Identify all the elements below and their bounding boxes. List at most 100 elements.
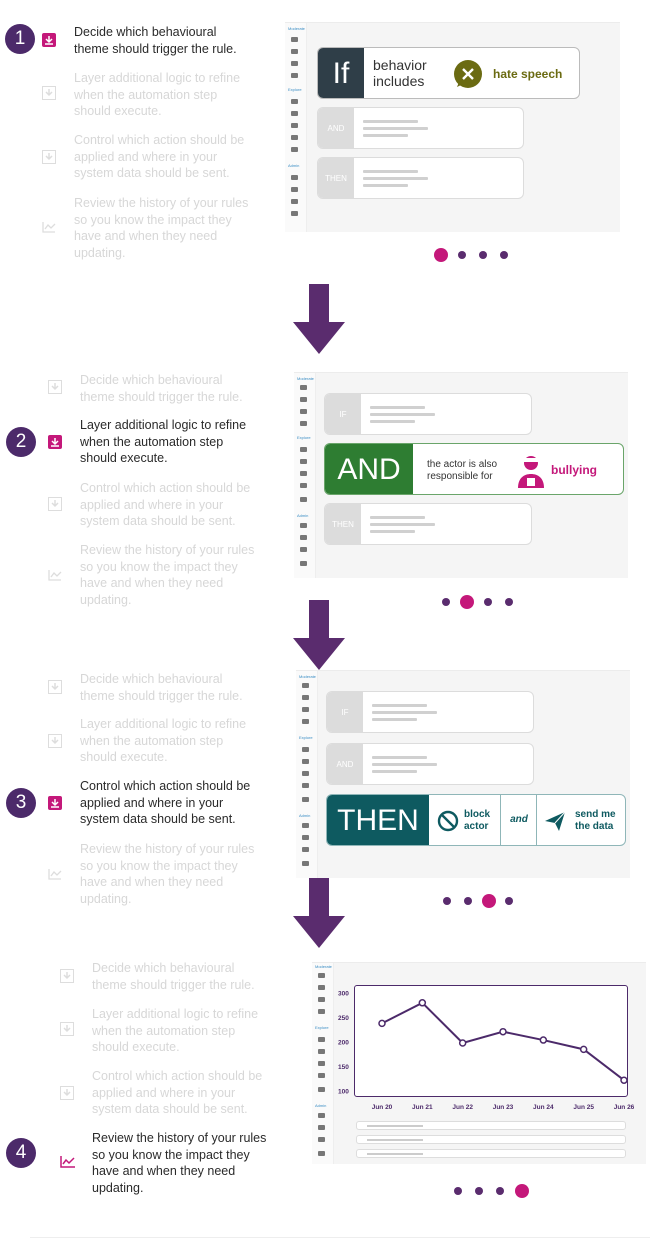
carousel-dot[interactable] [464, 897, 472, 905]
condition-text: the actor is also responsible for [427, 459, 498, 482]
and-condition-card[interactable]: AND the actor is also responsible for bu… [324, 443, 624, 495]
app-screenshot: Moderate Explore Admin If behavior inclu… [285, 22, 620, 232]
arrow-down-icon [48, 380, 62, 394]
and-joiner: and [510, 814, 528, 825]
step-text-action: Control which action should be applied a… [80, 779, 251, 826]
sidebar: Moderate Explore Admin [312, 963, 334, 1164]
carousel-dots [454, 1184, 534, 1198]
app-screenshot: Moderate Explore Admin IF AND the actor … [294, 372, 628, 578]
step-text-action: Control which action should be applied a… [92, 1069, 263, 1116]
condition-text: behavior includes [373, 57, 427, 89]
if-card-placeholder[interactable]: IF [324, 393, 532, 435]
x-tick-label: Jun 20 [372, 1104, 393, 1111]
panel-step-1: 1 Decide which behavioural theme should … [0, 0, 667, 280]
step-text-theme: Decide which behavioural theme should tr… [80, 373, 243, 404]
carousel-dot[interactable] [460, 595, 474, 609]
chart-trend-icon [60, 1155, 76, 1169]
arrow-down-icon [60, 1086, 74, 1100]
if-card-placeholder[interactable]: IF [326, 691, 534, 733]
history-row[interactable] [356, 1135, 626, 1144]
app-screenshot: Moderate Explore Admin IF AND THEN block… [296, 670, 630, 878]
data-point[interactable] [499, 1027, 507, 1036]
then-card-placeholder[interactable]: THEN [317, 157, 524, 199]
arrow-down-icon [42, 86, 56, 100]
theme-label: bullying [551, 463, 597, 477]
step-number-badge: 3 [6, 788, 36, 818]
x-tick-label: Jun 22 [452, 1104, 473, 1111]
carousel-dot[interactable] [482, 894, 496, 908]
series-line [381, 1001, 625, 1082]
data-point[interactable] [620, 1076, 628, 1084]
arrow-down-icon [48, 680, 62, 694]
theme-label: hate speech [493, 67, 563, 81]
y-tick-label: 150 [338, 1064, 349, 1071]
panel-step-3: Decide which behavioural theme should tr… [0, 660, 667, 910]
chart-trend-icon [48, 568, 62, 582]
chart-trend-icon [42, 220, 56, 234]
data-point[interactable] [458, 1039, 467, 1047]
step-text-logic: Layer additional logic to refine when th… [80, 418, 247, 465]
block-icon [437, 810, 459, 832]
block-actor-action[interactable]: block actor [431, 795, 501, 845]
arrow-down-icon [60, 969, 74, 983]
carousel-dot[interactable] [458, 251, 466, 259]
arrow-down-icon [42, 33, 56, 47]
send-paper-plane-icon [543, 809, 567, 833]
x-tick-label: Jun 26 [614, 1104, 634, 1111]
step-text-action: Control which action should be applied a… [80, 481, 251, 528]
arrow-down-icon [48, 734, 62, 748]
arrow-down-icon [48, 497, 62, 511]
carousel-dot[interactable] [475, 1187, 483, 1195]
panel-step-2: Decide which behavioural theme should tr… [0, 360, 667, 609]
down-arrow-icon [293, 284, 345, 354]
arrow-down-icon [48, 435, 62, 449]
down-arrow-icon [293, 878, 345, 948]
and-card-placeholder[interactable]: AND [317, 107, 524, 149]
if-condition-card[interactable]: If behavior includes hate speech [317, 47, 580, 99]
carousel-dot[interactable] [443, 897, 451, 905]
carousel-dot[interactable] [442, 598, 450, 606]
y-tick-label: 100 [338, 1089, 349, 1096]
step-number-badge: 4 [6, 1138, 36, 1168]
x-tick-label: Jun 25 [573, 1104, 594, 1111]
carousel-dot[interactable] [515, 1184, 529, 1198]
carousel-dot[interactable] [454, 1187, 462, 1195]
and-label: AND [325, 444, 413, 494]
y-tick-label: 300 [338, 991, 349, 998]
footer-divider [30, 1237, 650, 1238]
send-data-action[interactable]: send me the data [536, 795, 625, 845]
carousel-dot[interactable] [496, 1187, 504, 1195]
history-row[interactable] [356, 1149, 626, 1158]
then-card-placeholder[interactable]: THEN [324, 503, 532, 545]
then-action-card[interactable]: THEN block actor and send me the data [326, 794, 626, 846]
carousel-dots [443, 894, 523, 908]
data-point[interactable] [418, 999, 427, 1007]
data-point[interactable] [579, 1045, 588, 1054]
then-label: THEN [327, 795, 429, 845]
y-tick-label: 200 [338, 1040, 349, 1047]
step-text-theme: Decide which behavioural theme should tr… [74, 25, 237, 56]
carousel-dot[interactable] [500, 251, 508, 259]
carousel-dot[interactable] [505, 897, 513, 905]
if-label: If [318, 48, 364, 98]
panel-step-4: Decide which behavioural theme should tr… [0, 950, 667, 1240]
step-text-logic: Layer additional logic to refine when th… [80, 717, 247, 764]
step-text-theme: Decide which behavioural theme should tr… [80, 672, 243, 703]
and-card-placeholder[interactable]: AND [326, 743, 534, 785]
step-text-history: Review the history of your rules so you … [80, 842, 255, 906]
step-number-badge: 1 [5, 24, 35, 54]
sidebar: Moderate Explore Admin [294, 373, 316, 578]
data-point[interactable] [378, 1019, 386, 1028]
carousel-dot[interactable] [505, 598, 513, 606]
step-text-action: Control which action should be applied a… [74, 133, 245, 180]
carousel-dot[interactable] [484, 598, 492, 606]
data-point[interactable] [539, 1036, 548, 1044]
carousel-dot[interactable] [434, 248, 448, 262]
carousel-dot[interactable] [479, 251, 487, 259]
step-text-history: Review the history of your rules so you … [80, 543, 255, 607]
history-chart-frame [354, 985, 628, 1097]
x-tick-label: Jun 24 [533, 1104, 554, 1111]
history-row[interactable] [356, 1121, 626, 1130]
